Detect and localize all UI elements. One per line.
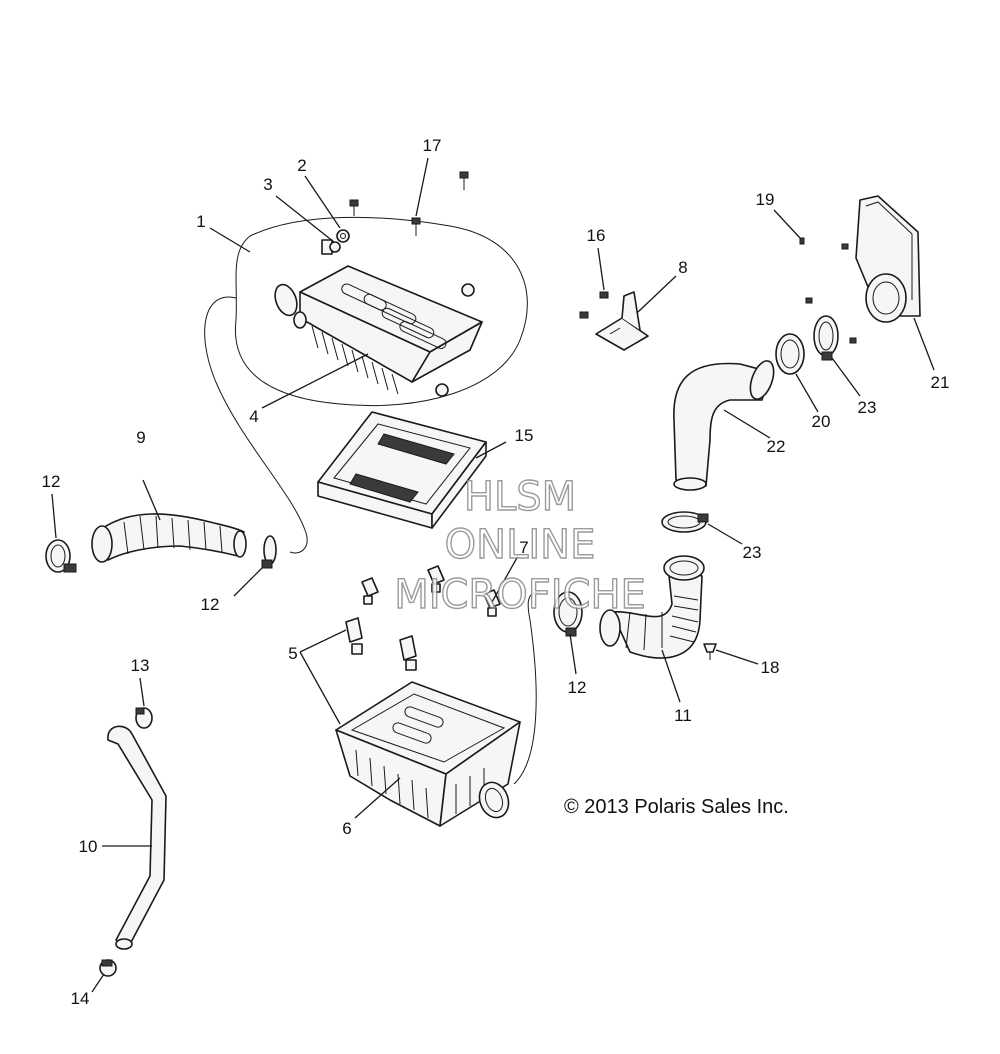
- tube-clamp[interactable]: [135, 707, 153, 729]
- callout-22[interactable]: 22: [767, 437, 786, 456]
- hose-clamp[interactable]: [261, 535, 277, 569]
- bracket-screw[interactable]: [579, 291, 609, 319]
- copyright-text: © 2013 Polaris Sales Inc.: [564, 796, 789, 818]
- callout-19[interactable]: 19: [756, 190, 775, 209]
- callout-4[interactable]: 4: [249, 407, 258, 426]
- callout-10[interactable]: 10: [79, 837, 98, 856]
- duct-clamp[interactable]: [661, 511, 709, 533]
- callout-23-upper[interactable]: 23: [858, 398, 877, 417]
- callout-15[interactable]: 15: [515, 426, 534, 445]
- callout-20[interactable]: 20: [812, 412, 831, 431]
- intake-boot[interactable]: [91, 513, 247, 563]
- hose-clamp[interactable]: [45, 539, 77, 573]
- callout-13[interactable]: 13: [131, 656, 150, 675]
- callout-1[interactable]: 1: [196, 212, 205, 231]
- callout-12-middle[interactable]: 12: [201, 595, 220, 614]
- grommet[interactable]: [336, 229, 350, 243]
- callout-14[interactable]: 14: [71, 989, 90, 1008]
- retaining-clip[interactable]: [361, 565, 501, 617]
- callout-labels: 1 2 3 4 5 6 7 8 9 10 11 12 12 12 13 14 1…: [42, 136, 950, 1008]
- screw[interactable]: [349, 171, 469, 236]
- airbox-base[interactable]: [335, 591, 541, 827]
- callout-12-left[interactable]: 12: [42, 472, 61, 491]
- tube-clamp[interactable]: [99, 959, 117, 977]
- callout-2[interactable]: 2: [297, 156, 306, 175]
- callout-11[interactable]: 11: [674, 706, 692, 725]
- hose-clamp[interactable]: [553, 591, 583, 637]
- callout-17[interactable]: 17: [423, 136, 442, 155]
- callout-7[interactable]: 7: [519, 538, 528, 557]
- airbox-cover-assembly[interactable]: [204, 216, 528, 554]
- callout-6[interactable]: 6: [342, 819, 351, 838]
- callout-18[interactable]: 18: [761, 658, 780, 677]
- push-rivet[interactable]: [703, 643, 717, 660]
- watermark: HLSM ONLINE MICROFICHE: [393, 473, 646, 618]
- intake-snorkel[interactable]: [855, 195, 921, 323]
- intake-duct[interactable]: [673, 358, 778, 491]
- watermark-line-1: HLSM: [464, 474, 576, 520]
- drain-tube[interactable]: [107, 725, 167, 950]
- callout-23-lower[interactable]: 23: [743, 543, 762, 562]
- duct-clamp[interactable]: [775, 333, 805, 375]
- leader-lines: [51, 157, 935, 993]
- watermark-line-2: ONLINE: [445, 522, 596, 568]
- callout-9[interactable]: 9: [136, 428, 145, 447]
- watermark-line-3: MICROFICHE: [394, 572, 646, 618]
- callout-16[interactable]: 16: [587, 226, 606, 245]
- callout-21[interactable]: 21: [931, 373, 950, 392]
- duct-clamp[interactable]: [813, 315, 839, 361]
- outlet-boot[interactable]: [599, 555, 705, 659]
- mounting-bracket[interactable]: [595, 291, 649, 351]
- callout-8[interactable]: 8: [678, 258, 687, 277]
- callout-3[interactable]: 3: [263, 175, 272, 194]
- callout-5[interactable]: 5: [288, 644, 297, 663]
- latch-clip[interactable]: [345, 617, 417, 671]
- snorkel-screw[interactable]: [799, 237, 857, 344]
- callout-12-right[interactable]: 12: [568, 678, 587, 697]
- air-filter[interactable]: [317, 411, 487, 529]
- washer[interactable]: [329, 241, 341, 253]
